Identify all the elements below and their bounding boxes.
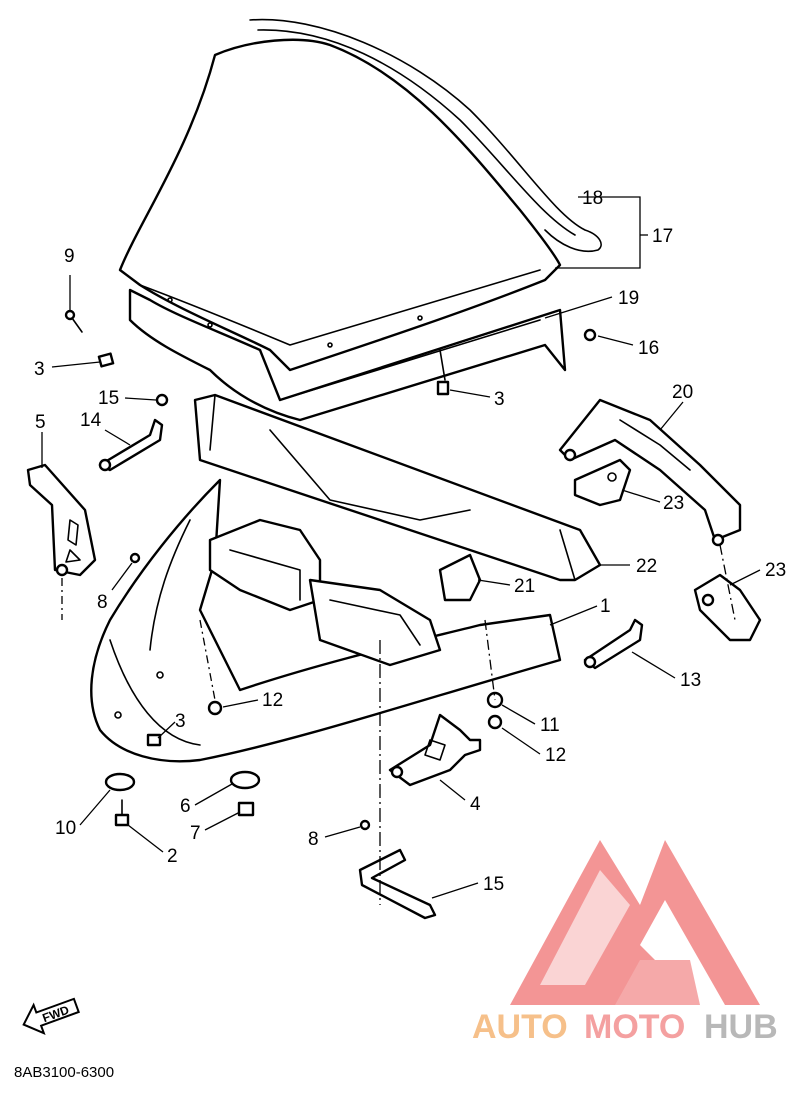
bracket-4 — [388, 713, 482, 787]
callout-15-left: 15 — [98, 388, 119, 409]
callout-8-left: 8 — [97, 592, 108, 613]
callout-3-center: 3 — [494, 389, 505, 410]
callout-23-lower: 23 — [765, 560, 786, 581]
callout-2: 2 — [167, 846, 178, 867]
bracket-13 — [583, 618, 644, 670]
bracket-19 — [558, 398, 742, 547]
callout-18: 19 — [618, 288, 639, 309]
callout-16: 17 — [652, 226, 673, 247]
hardware — [64, 309, 597, 831]
callout-10: 10 — [55, 818, 76, 839]
callout-14: 14 — [80, 410, 102, 431]
watermark-moto: MOTO — [584, 1008, 685, 1046]
callout-1: 1 — [600, 596, 611, 617]
bracket-14 — [98, 418, 164, 472]
duct-20 — [438, 553, 482, 602]
callout-3-lower: 3 — [175, 711, 186, 732]
bracket-23-upper — [573, 458, 632, 507]
callout-8-lower: 8 — [308, 829, 319, 850]
leader-lines — [41, 196, 761, 899]
callout-20: 21 — [514, 576, 535, 597]
automotohub-logo-icon — [510, 840, 760, 1005]
callout-4: 4 — [470, 794, 481, 815]
callout-21: 15 — [483, 874, 504, 895]
callout-12-right: 12 — [545, 745, 566, 766]
fwd-label: FWD — [40, 1003, 71, 1026]
automotohub-wordmark: AUTO MOTO HUB — [472, 1008, 778, 1046]
callout-12-left: 12 — [262, 690, 283, 711]
fwd-arrow-icon: FWD — [22, 997, 80, 1036]
watermark-auto: AUTO — [472, 1008, 568, 1046]
inner-duct — [193, 393, 602, 582]
callout-11: 11 — [540, 715, 560, 736]
watermark-hub: HUB — [704, 1008, 778, 1046]
callout-13: 13 — [680, 670, 701, 691]
left-stay-5 — [26, 463, 97, 577]
callout-9: 9 — [64, 246, 75, 267]
callout-23-upper: 23 — [663, 493, 684, 514]
callout-22: 22 — [636, 556, 657, 577]
callout-5: 5 — [35, 412, 46, 433]
callout-7: 7 — [190, 823, 201, 844]
callout-3-left: 3 — [34, 359, 45, 380]
callout-19: 20 — [672, 382, 693, 403]
center-bracket — [208, 518, 442, 667]
callout-labels: 18 17 19 16 3 9 3 15 14 5 8 20 23 23 22 … — [34, 188, 786, 895]
diagram-code: 8AB3100-6300 — [14, 1064, 114, 1081]
bracket-23-lower — [693, 573, 762, 642]
callout-6: 6 — [180, 796, 191, 817]
windshield — [118, 18, 602, 372]
rod-21 — [358, 848, 437, 920]
fairing-stay — [128, 288, 567, 422]
callout-15-right: 16 — [638, 338, 659, 359]
callout-17: 18 — [582, 188, 603, 209]
center-lines — [61, 544, 736, 905]
